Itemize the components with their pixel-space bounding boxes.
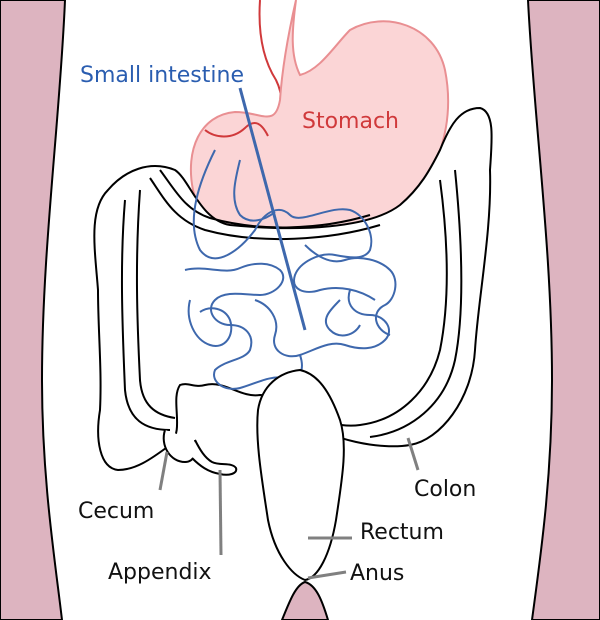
colon-inner-left <box>120 199 171 431</box>
appendix <box>191 439 238 476</box>
body-side-right <box>526 0 600 620</box>
small-intestine-pointer <box>238 87 307 331</box>
small-intestine-label: Small intestine <box>80 63 244 88</box>
colon-inner-top <box>149 177 381 241</box>
cecum-pointer <box>158 451 169 491</box>
small-intestine <box>184 149 397 390</box>
body-side-left <box>0 0 67 620</box>
appendix-pointer <box>218 469 223 556</box>
cecum-label: Cecum <box>78 499 154 524</box>
colon-inner-right-2 <box>369 169 463 438</box>
rectum-label: Rectum <box>360 520 444 545</box>
rectum <box>256 368 345 582</box>
colon-inner-top-2 <box>159 169 371 229</box>
anus-pointer <box>307 570 347 580</box>
colon-label: Colon <box>414 477 476 502</box>
colon-inner-left-2 <box>135 189 176 419</box>
anus-label: Anus <box>350 561 404 586</box>
colon-inner-right <box>309 179 448 427</box>
stomach-pylorus-curve <box>204 121 269 138</box>
cecum <box>162 429 198 464</box>
leg-gap <box>280 580 330 620</box>
stomach-label: Stomach <box>302 109 399 134</box>
colon-pointer <box>406 437 420 471</box>
appendix-label: Appendix <box>108 560 212 585</box>
